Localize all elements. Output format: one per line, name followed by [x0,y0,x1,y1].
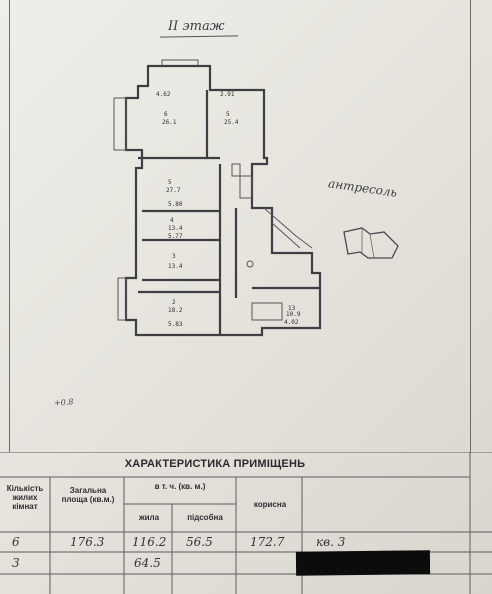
room-2-dim: 5.83 [168,321,183,328]
room-5a-dim: 2.91 [220,91,235,98]
row1-living: 116.2 [132,535,167,549]
room-13-dim: 4.02 [284,319,299,326]
room-5b-dim: 5.80 [168,201,183,208]
row1-rooms: 6 [12,535,20,549]
table-grid [0,452,492,594]
header-useful: корисна [253,500,287,509]
redaction-bar [295,550,431,576]
room-4-id: 4 [170,217,174,224]
floor-label-underline [159,35,239,38]
header-living: жила [138,513,160,522]
room-4-dim: 5.77 [168,233,183,240]
room-13-id: 13 [288,305,296,312]
room-3-id: 3 [172,253,176,260]
frame-left-border [9,0,10,452]
floor-plan: 4.62 26.1 6 2.91 25.4 5 5 27.7 5.80 4 13… [113,59,322,337]
room-6-area: 26.1 [162,119,177,126]
row2-rooms: 3 [12,556,20,570]
plan-stamp-mark: +0.8 [53,397,74,408]
header-total-area: Загальна площа (кв.м.) [61,486,115,504]
header-auxiliary: підсобна [187,513,223,522]
header-including: в т. ч. (кв. м.) [154,482,206,491]
room-4-area: 13.4 [168,225,183,232]
row1-useful: 172.7 [250,535,285,549]
room-2-area: 18.2 [168,307,183,314]
room-5b-id: 5 [168,179,172,186]
table-title: ХАРАКТЕРИСТИКА ПРИМІЩЕНЬ [124,458,306,470]
room-6-id: 6 [164,111,168,118]
row1-total: 176.3 [70,535,105,549]
row1-aux: 56.5 [186,535,213,549]
frame-right-border [470,0,471,452]
row1-note: кв. 3 [316,535,346,549]
mezzanine-plan [343,227,399,259]
room-6-dim: 4.62 [156,91,171,98]
room-13-area: 10.9 [286,311,301,318]
room-2-id: 2 [172,299,176,306]
mezzanine-label: антресоль [327,176,398,200]
room-5b-area: 27.7 [166,187,181,194]
room-3-area: 13.4 [168,263,183,270]
row2-living: 64.5 [134,556,161,570]
header-rooms: Кількість жилих кімнат [6,484,44,511]
room-5a-id: 5 [226,111,230,118]
room-5a-area: 25.4 [224,119,239,126]
floor-label: II этаж [168,19,225,34]
